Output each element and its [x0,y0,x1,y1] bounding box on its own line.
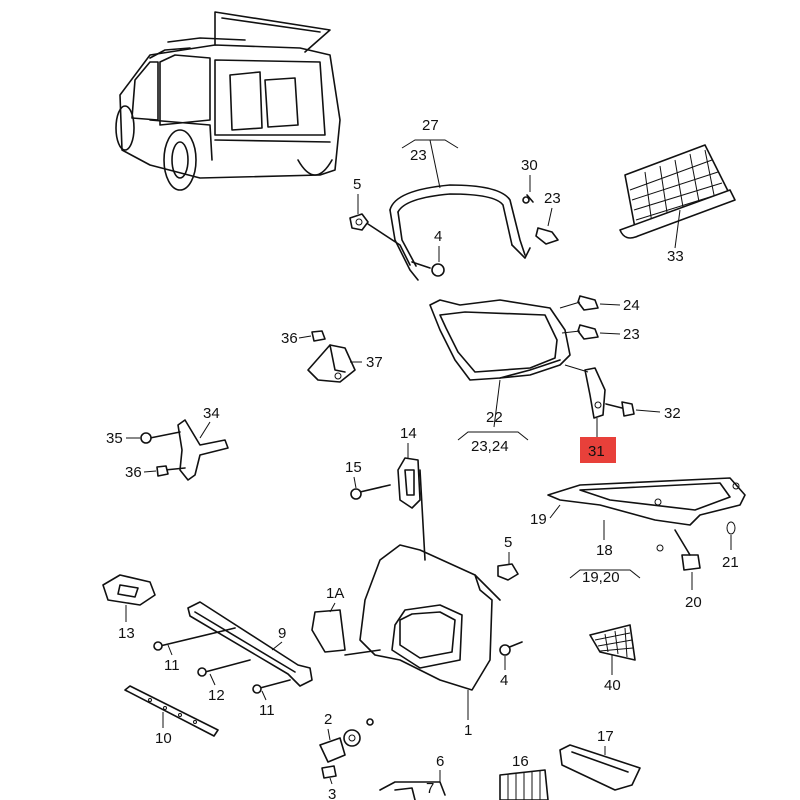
part-13-clip [102,574,156,606]
callout-18-sub: 19,20 [582,569,620,586]
part-34-bracket [149,419,229,481]
callout-34: 34 [203,405,220,422]
part-12-bolt [197,659,251,677]
part-31-bracket [564,364,606,419]
part-32-screw [605,401,635,417]
part-1-side-trim [344,469,501,691]
part-21-clip [726,521,736,535]
callout-31-highlight[interactable] [580,437,616,463]
callout-16: 16 [512,753,529,770]
callout-7: 7 [426,780,434,797]
callout-14: 14 [400,425,417,442]
callout-36-upper: 36 [281,330,298,347]
callout-6: 6 [436,753,444,770]
part-20-clip [656,529,701,571]
callout-32: 32 [664,405,681,422]
callout-31[interactable]: 31 [588,443,605,460]
callout-19: 19 [530,511,547,528]
callout-3: 3 [328,786,336,800]
callout-18: 18 [596,542,613,559]
callout-21: 21 [722,554,739,571]
callout-1: 1 [464,722,472,739]
callout-4-lower: 4 [500,672,508,689]
callout-11-upper: 11 [164,657,180,674]
part-14-hook [397,457,421,509]
part-40-net-pocket [589,624,636,661]
part-27-trim-upper [389,184,531,281]
part-11-bolt-lower [252,679,291,694]
part-6-bracket [379,781,446,800]
callout-33: 33 [667,248,684,265]
callout-2: 2 [324,711,332,728]
part-1A-panel [311,609,346,653]
part-10-strip [124,685,219,737]
callout-5-lower: 5 [504,534,512,551]
callout-30: 30 [521,157,538,174]
part-9-crossbar [187,601,313,687]
callout-22-sub: 23,24 [471,438,509,455]
part-36-nut-upper [311,330,326,342]
callout-17: 17 [597,728,614,745]
part-18-floor-cover [547,477,746,526]
callout-37: 37 [366,354,383,371]
part-4-screw-upper [411,261,445,277]
part-17-trim-strip [559,744,641,791]
part-5-clip-upper [349,213,411,266]
callout-12: 12 [208,687,225,704]
callout-9: 9 [278,625,286,642]
callout-11-lower: 11 [259,702,275,719]
part-24-clip [559,295,599,311]
callout-1A: 1A [326,585,344,602]
callout-4-upper: 4 [434,228,442,245]
callout-27: 27 [422,117,439,134]
part-16-net [499,769,549,800]
part-2-latch [319,718,374,763]
part-33-luggage-net [619,144,736,239]
callout-35: 35 [106,430,123,447]
part-4-screw-lower [499,641,523,656]
part-11-bolt-upper [153,627,236,651]
callout-5-upper: 5 [353,176,361,193]
part-23-nut-upper [535,227,559,245]
part-30-screw [522,194,534,204]
callout-40: 40 [604,677,621,694]
part-22-trim-panel [429,299,571,381]
callout-36-lower: 36 [125,464,142,481]
part-5-clip-lower [497,563,519,581]
callout-23-top: 23 [410,147,427,164]
callout-10: 10 [155,730,172,747]
callout-24: 24 [623,297,640,314]
vehicle-illustration [115,11,341,191]
part-35-screw [140,432,152,444]
callout-23-upper: 23 [544,190,561,207]
part-37-bracket [307,344,356,383]
callout-13: 13 [118,625,135,642]
callout-23-mid: 23 [623,326,640,343]
part-36-nut-lower [156,465,169,477]
part-3-part [321,765,337,779]
callout-20: 20 [685,594,702,611]
callout-15: 15 [345,459,362,476]
part-15-screw [350,484,391,500]
part-23-clip-mid [561,324,599,340]
callout-22: 22 [486,409,503,426]
